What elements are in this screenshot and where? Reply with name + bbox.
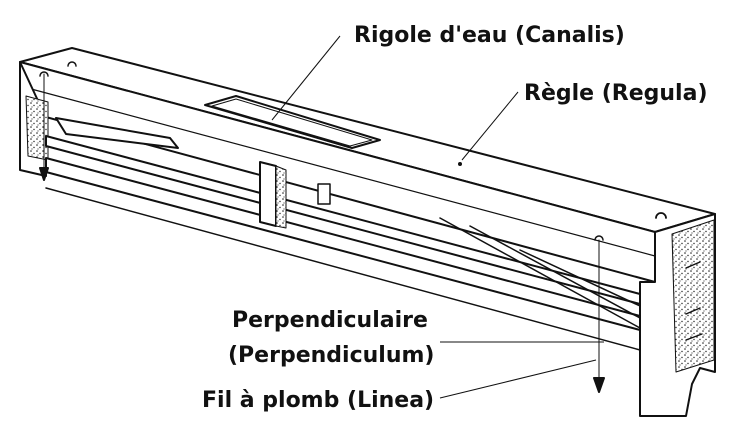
lower-rail-top [45, 135, 641, 305]
right-braces [439, 217, 641, 329]
leader-linea [439, 359, 597, 399]
label-perpendiculum-2: (Perpendiculum) [228, 343, 434, 368]
label-regula: Règle (Regula) [524, 81, 708, 106]
left-hook-icon [67, 61, 77, 67]
leader-regula [461, 91, 519, 161]
chorobates-drawing [19, 47, 716, 417]
left-strut [55, 117, 179, 149]
left-plumb-bob [39, 167, 49, 181]
center-post [259, 161, 277, 227]
label-canalis: Rigole d'eau (Canalis) [354, 23, 625, 48]
canalis-channel [204, 95, 381, 149]
leader-canalis [271, 35, 341, 121]
leader-lines [271, 35, 604, 399]
right-hook-icon [655, 212, 667, 219]
label-linea: Fil à plomb (Linea) [202, 388, 434, 413]
label-perpendiculum-1: Perpendiculaire [232, 308, 428, 333]
right-end-stipple [671, 219, 715, 373]
right-plumb-bob [593, 377, 605, 393]
left-end-stipple [25, 95, 49, 161]
